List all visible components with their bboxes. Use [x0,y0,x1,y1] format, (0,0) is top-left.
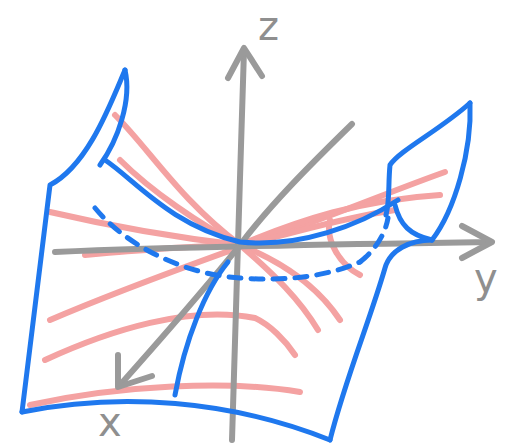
axes [55,48,492,440]
axis-label: x [98,402,122,442]
surface-outline [22,70,470,440]
axis-label: y [474,258,498,298]
axis-label: z [258,6,279,46]
